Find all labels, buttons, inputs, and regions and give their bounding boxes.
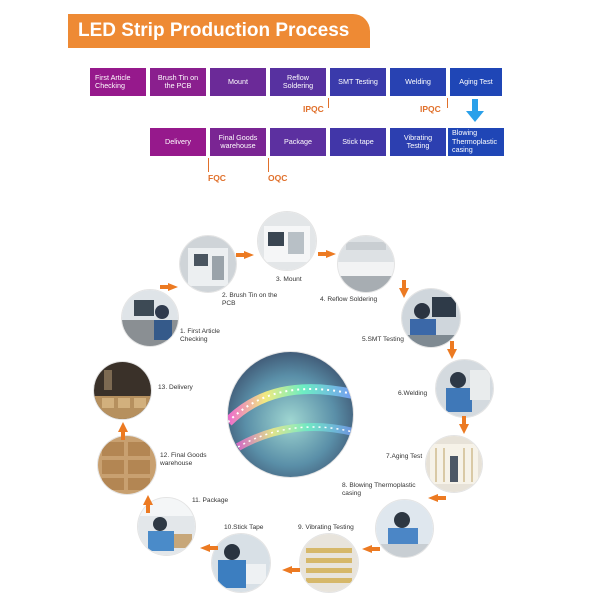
step-photo-mount — [258, 212, 316, 270]
center-led-strip-photo — [228, 352, 353, 477]
step-caption-5: 5.SMT Testing — [362, 336, 404, 343]
step-photo-smt-testing — [402, 289, 460, 347]
step-caption-8: 8. Blowing Thermoplastic casing — [342, 482, 416, 497]
flow-box-package: Package — [270, 128, 326, 156]
step-caption-9: 9. Vibrating Testing — [298, 524, 354, 531]
step-photo-vibrating-testing — [300, 534, 358, 592]
step-caption-2: 2. Brush Tin on the PCB — [222, 292, 278, 307]
flow-box-delivery: Delivery — [150, 128, 206, 156]
flow-box-aging-test: Aging Test — [450, 68, 502, 96]
flow-box-reflow-soldering: Reflow Soldering — [270, 68, 326, 96]
step-caption-13: 13. Delivery — [158, 384, 193, 391]
step-photo-aging-test — [426, 436, 482, 492]
step-photo-delivery — [94, 362, 151, 419]
step-photo-first-article-checking — [122, 290, 178, 346]
step-caption-7: 7.Aging Test — [386, 453, 423, 460]
oqc-tag: OQC — [268, 173, 288, 183]
arrow-down-icon — [462, 416, 466, 425]
page-title: LED Strip Production Process — [78, 20, 350, 41]
flow-box-blowing-thermoplastic-casing: Blowing Thermoplastic casing — [448, 128, 504, 156]
fqc-tag: FQC — [208, 173, 226, 183]
arrow-right-icon — [160, 285, 169, 289]
qc-marker-line — [328, 98, 329, 108]
arrow-left-icon — [371, 547, 380, 551]
step-photo-blowing-thermoplastic — [376, 500, 433, 557]
arrow-down-icon — [459, 424, 469, 434]
step-photo-final-goods-warehouse — [98, 436, 156, 494]
arrow-right-icon — [244, 251, 254, 259]
step-photo-reflow-soldering — [338, 236, 394, 292]
qc-marker-line — [208, 158, 209, 172]
step-caption-4: 4. Reflow Soldering — [320, 296, 378, 303]
arrow-right-icon — [318, 252, 327, 256]
step-caption-10: 10.Stick Tape — [224, 524, 264, 531]
step-photo-brush-tin — [180, 236, 236, 292]
step-photo-welding — [436, 360, 493, 417]
flow-box-final-goods-warehouse: Final Goods warehouse — [210, 128, 266, 156]
arrow-left-icon — [437, 496, 446, 500]
arrow-left-icon — [362, 545, 372, 553]
arrow-up-icon — [118, 422, 128, 432]
step-photo-stick-tape — [212, 534, 270, 592]
qc-marker-line — [447, 98, 448, 108]
arrow-right-icon — [236, 253, 245, 257]
step-caption-3: 3. Mount — [276, 276, 302, 283]
arrow-left-icon — [291, 568, 300, 572]
arrow-left-icon — [282, 566, 292, 574]
flow-box-welding: Welding — [390, 68, 446, 96]
arrow-down-icon — [447, 349, 457, 359]
step-caption-1: 1. First Article Checking — [180, 328, 220, 343]
arrow-right-icon — [168, 283, 178, 291]
arrow-down-icon — [450, 341, 454, 350]
arrow-left-icon — [428, 494, 438, 502]
ipqc-tag-1: IPQC — [303, 104, 324, 114]
step-caption-12: 12. Final Goods warehouse — [160, 452, 207, 467]
arrow-down-icon — [402, 280, 406, 289]
arrow-down-icon — [399, 288, 409, 298]
flow-box-smt-testing: SMT Testing — [330, 68, 386, 96]
flow-box-mount: Mount — [210, 68, 266, 96]
arrow-right-icon — [326, 250, 336, 258]
step-caption-6: 6.Welding — [398, 390, 428, 397]
ipqc-tag-2: IPQC — [420, 104, 441, 114]
title-banner: LED Strip Production Process — [68, 14, 370, 48]
step-photo-package — [138, 498, 195, 555]
qc-marker-line — [268, 158, 269, 172]
flow-box-first-article-checking: First Article Checking — [90, 68, 146, 96]
step-caption-11: 11. Package — [192, 497, 229, 504]
flow-box-vibrating-testing: Vibrating Testing — [390, 128, 446, 156]
flow-box-brush-tin: Brush Tin on the PCB — [150, 68, 206, 96]
flow-box-stick-tape: Stick tape — [330, 128, 386, 156]
flow-down-arrow-icon — [466, 99, 484, 122]
arrow-left-icon — [200, 544, 210, 552]
